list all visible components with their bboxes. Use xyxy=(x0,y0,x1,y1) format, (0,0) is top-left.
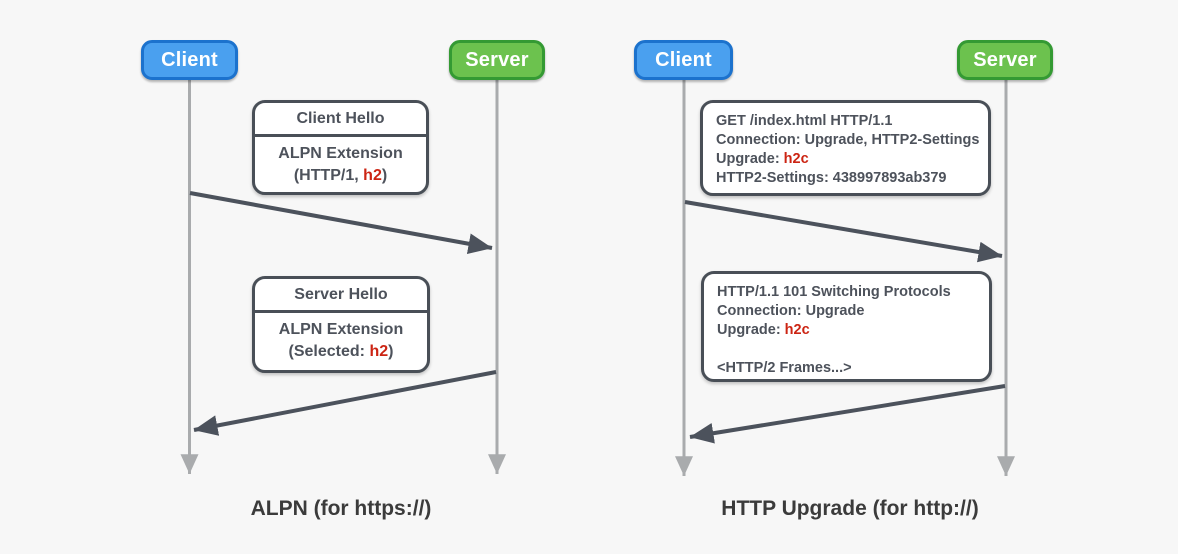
http-upgrade-request-box: GET /index.html HTTP/1.1 Connection: Upg… xyxy=(700,100,991,196)
server-hello-box: Server Hello ALPN Extension (Selected: h… xyxy=(252,276,430,373)
alpn-client-label: Client xyxy=(161,48,218,71)
http-upgrade-response-box: HTTP/1.1 101 Switching Protocols Connect… xyxy=(701,271,992,382)
connection-header-line: Connection: Upgrade xyxy=(717,303,865,319)
http-upgrade-caption: HTTP Upgrade (for http://) xyxy=(721,497,979,520)
upgrade-header-line: Upgrade: h2c xyxy=(717,322,810,338)
server-hello-header: Server Hello xyxy=(255,279,427,313)
alpn-protocols-line: (HTTP/1, h2) xyxy=(293,167,388,184)
h2c-highlight: h2c xyxy=(783,151,809,167)
http2-settings-line: HTTP2-Settings: 438997893ab379 xyxy=(716,170,947,186)
h2c-highlight: h2c xyxy=(784,322,810,338)
client-hello-box: Client Hello ALPN Extension (HTTP/1, h2) xyxy=(252,100,429,195)
connection-header-line: Connection: Upgrade, HTTP2-Settings xyxy=(716,132,980,148)
status-line: HTTP/1.1 101 Switching Protocols xyxy=(717,284,951,300)
alpn-server-actor: Server xyxy=(449,40,545,80)
request-line: GET /index.html HTTP/1.1 xyxy=(716,113,893,129)
upgrade-header-line: Upgrade: h2c xyxy=(716,151,809,167)
upgrade-client-actor: Client xyxy=(634,40,733,80)
upgrade-server-label: Server xyxy=(973,48,1037,71)
h2-highlight: h2 xyxy=(369,343,389,360)
http2-frames-line: <HTTP/2 Frames...> xyxy=(717,360,852,376)
upgrade-response-arrow xyxy=(689,384,1006,444)
alpn-response-arrow xyxy=(193,370,497,436)
alpn-extension-line: ALPN Extension xyxy=(278,321,404,338)
alpn-server-label: Server xyxy=(465,48,529,71)
alpn-caption: ALPN (for https://) xyxy=(250,497,432,520)
server-hello-body: ALPN Extension (Selected: h2) xyxy=(255,313,427,363)
client-hello-body: ALPN Extension (HTTP/1, h2) xyxy=(255,137,426,187)
alpn-selected-line: (Selected: h2) xyxy=(288,343,394,360)
upgrade-request-arrow xyxy=(684,200,1003,263)
blank-line xyxy=(717,340,976,359)
client-hello-header: Client Hello xyxy=(255,103,426,137)
alpn-client-actor: Client xyxy=(141,40,238,80)
h2-highlight: h2 xyxy=(363,167,382,184)
alpn-extension-line: ALPN Extension xyxy=(278,145,403,162)
alpn-request-arrow xyxy=(189,191,493,255)
upgrade-server-actor: Server xyxy=(957,40,1053,80)
upgrade-client-label: Client xyxy=(655,48,712,71)
